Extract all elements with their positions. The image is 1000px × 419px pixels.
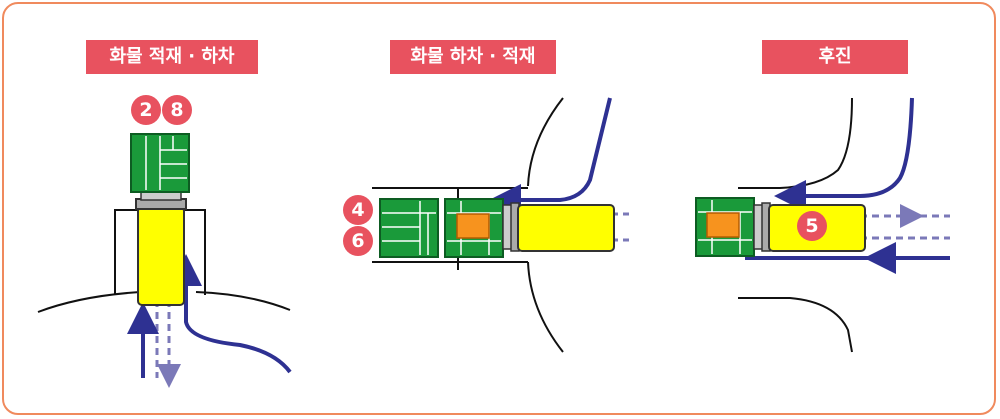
path-solid-right <box>184 264 292 374</box>
connector <box>140 191 182 201</box>
road-edge-bottom <box>527 261 564 353</box>
path-solid <box>489 97 612 216</box>
road-edge-left <box>37 291 141 313</box>
step-badge-6: 6 <box>343 226 373 256</box>
step-badge-2: 2 <box>131 95 161 125</box>
step-badge-4: 4 <box>343 195 373 225</box>
cargo-pattern-unloaded <box>382 201 436 255</box>
pallet-orange <box>706 212 740 238</box>
road-edge-right <box>195 291 291 311</box>
panel-1-title: 화물 적재 · 하차 <box>86 40 258 74</box>
road-edge-top <box>738 97 853 189</box>
path-solid-top <box>774 97 914 212</box>
panel-1-scene <box>37 133 292 388</box>
road-edge-bottom <box>738 297 853 353</box>
step-badge-8: 8 <box>162 95 192 125</box>
cargo-box-unloaded <box>379 198 439 258</box>
cargo-pattern <box>145 136 187 190</box>
road-edge-top <box>527 97 564 187</box>
panel-3-scene <box>695 97 950 353</box>
truck-body <box>137 206 185 306</box>
pallet-orange <box>456 213 490 239</box>
truck-body <box>517 204 615 252</box>
panel-2-scene <box>372 97 630 353</box>
panel-3-title: 후진 <box>762 40 908 74</box>
panel-2-title: 화물 하차 · 적재 <box>390 40 556 74</box>
step-badge-5: 5 <box>797 211 827 241</box>
